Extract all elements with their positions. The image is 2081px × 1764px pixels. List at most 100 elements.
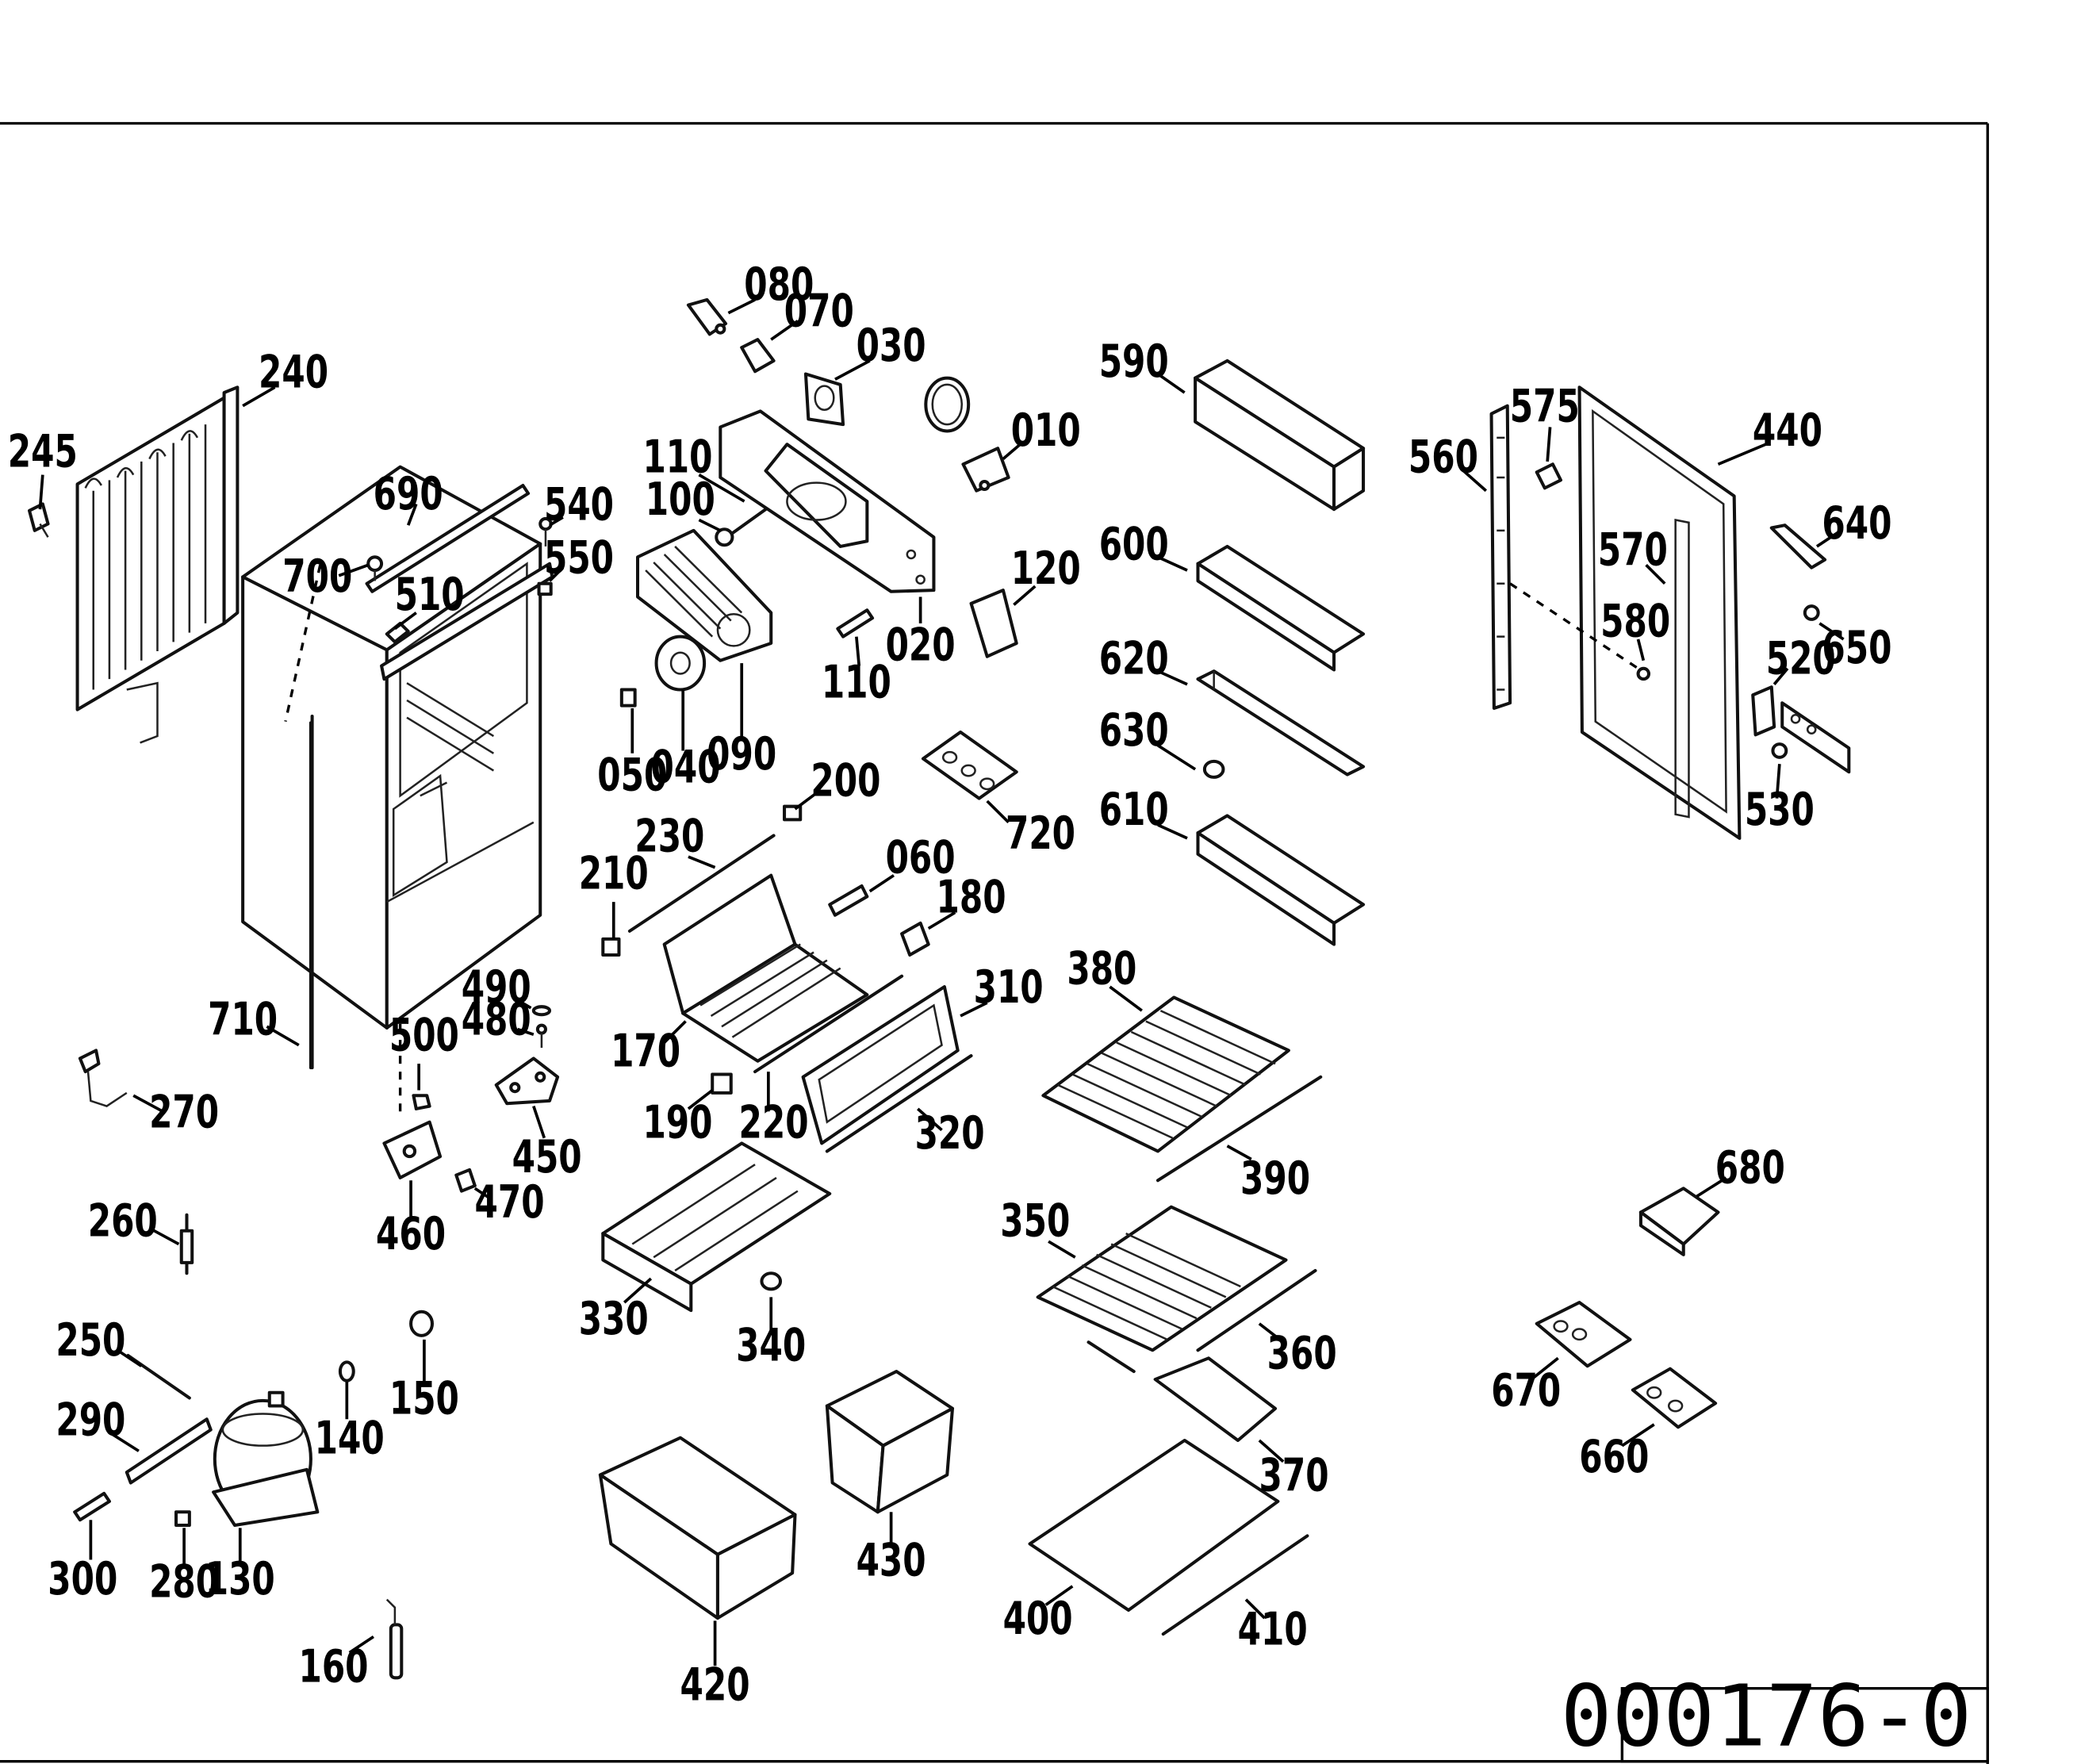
panel-370 bbox=[1153, 1356, 1278, 1442]
label-410: 410 bbox=[1238, 1604, 1308, 1655]
socket-070 bbox=[740, 338, 776, 374]
crisper-420 bbox=[598, 1436, 797, 1620]
label-430: 430 bbox=[857, 1535, 926, 1586]
label-340: 340 bbox=[736, 1320, 806, 1371]
label-190: 190 bbox=[642, 1097, 712, 1149]
label-230: 230 bbox=[634, 811, 704, 862]
label-220: 220 bbox=[739, 1097, 809, 1149]
rod-230 bbox=[627, 834, 776, 933]
label-490: 490 bbox=[462, 962, 531, 1014]
rod-320 bbox=[825, 1054, 973, 1153]
label-590: 590 bbox=[1099, 336, 1169, 388]
screw-245 bbox=[27, 502, 50, 538]
label-130: 130 bbox=[205, 1554, 275, 1605]
handle-640 bbox=[1769, 523, 1827, 569]
label-510: 510 bbox=[395, 569, 465, 621]
label-480: 480 bbox=[462, 994, 531, 1045]
screw-700 bbox=[366, 555, 384, 581]
label-030: 030 bbox=[857, 320, 926, 372]
bracket-180 bbox=[900, 921, 930, 957]
door-440 bbox=[1577, 385, 1742, 840]
label-245: 245 bbox=[8, 426, 78, 477]
label-070: 070 bbox=[784, 286, 854, 337]
label-300: 300 bbox=[48, 1554, 117, 1605]
label-530: 530 bbox=[1745, 784, 1815, 836]
label-240: 240 bbox=[259, 347, 328, 398]
rail-360 bbox=[1086, 1268, 1317, 1374]
washer-490 bbox=[531, 1005, 552, 1017]
lamp-080 bbox=[686, 297, 728, 336]
screw-470 bbox=[454, 1168, 477, 1193]
label-400: 400 bbox=[1003, 1593, 1073, 1645]
label-020: 020 bbox=[886, 619, 956, 671]
label-110a: 110 bbox=[642, 431, 712, 483]
label-650: 650 bbox=[1822, 623, 1891, 674]
screw-300 bbox=[73, 1491, 111, 1522]
cap-630 bbox=[1202, 759, 1225, 779]
screw-650 bbox=[1803, 604, 1820, 621]
leader-lines bbox=[38, 298, 1845, 1666]
label-100: 100 bbox=[646, 474, 715, 526]
drier-160 bbox=[385, 1598, 404, 1680]
plug-050 bbox=[619, 688, 637, 708]
label-160: 160 bbox=[298, 1641, 368, 1693]
label-640: 640 bbox=[1822, 498, 1891, 550]
grommet-140 bbox=[338, 1360, 355, 1382]
label-540: 540 bbox=[544, 479, 614, 531]
label-200: 200 bbox=[811, 755, 880, 807]
bolt-480 bbox=[535, 1023, 547, 1049]
label-450: 450 bbox=[512, 1132, 582, 1183]
label-210: 210 bbox=[579, 848, 649, 899]
label-690: 690 bbox=[374, 469, 443, 520]
label-120: 120 bbox=[1011, 543, 1081, 594]
label-440: 440 bbox=[1753, 405, 1822, 457]
screw-110 bbox=[836, 608, 875, 638]
drawing-number: 000176-0 bbox=[1561, 1667, 1972, 1764]
clip-190 bbox=[711, 1072, 733, 1095]
label-670: 670 bbox=[1491, 1365, 1561, 1417]
label-360: 360 bbox=[1267, 1328, 1337, 1379]
butter-box-590 bbox=[1194, 359, 1366, 512]
label-660: 660 bbox=[1579, 1432, 1649, 1483]
clip-575 bbox=[1535, 462, 1563, 490]
thermostat-010 bbox=[961, 447, 1010, 493]
door-shelf-600 bbox=[1196, 544, 1366, 672]
label-575: 575 bbox=[1510, 381, 1580, 432]
label-090: 090 bbox=[707, 729, 776, 780]
label-150: 150 bbox=[389, 1373, 459, 1425]
fan-090 bbox=[654, 635, 707, 692]
grommet-280 bbox=[174, 1510, 191, 1528]
screw-580 bbox=[1509, 582, 1651, 681]
label-290: 290 bbox=[56, 1394, 125, 1446]
glass-shelf-400 bbox=[1028, 1438, 1280, 1613]
flap-310 bbox=[801, 985, 960, 1145]
hinge-460 bbox=[382, 1120, 443, 1179]
bracket-520 bbox=[1751, 685, 1776, 737]
housing-020 bbox=[719, 409, 936, 593]
wire-shelf-380 bbox=[1041, 995, 1290, 1153]
ice-tray-330 bbox=[601, 1141, 832, 1313]
compressor-130 bbox=[212, 1390, 320, 1528]
label-270: 270 bbox=[149, 1087, 219, 1138]
condenser-240 bbox=[75, 385, 240, 744]
label-550: 550 bbox=[544, 532, 614, 584]
label-700: 700 bbox=[282, 551, 352, 603]
label-570: 570 bbox=[1598, 524, 1668, 576]
part-labels: 080 070 030 010 110 100 020 120 110 050 … bbox=[8, 259, 1892, 1712]
label-420: 420 bbox=[680, 1659, 750, 1711]
label-260: 260 bbox=[88, 1195, 158, 1247]
bracket-290 bbox=[125, 1417, 213, 1485]
label-390: 390 bbox=[1240, 1153, 1310, 1205]
knob-010 bbox=[924, 376, 971, 433]
clip-210 bbox=[601, 937, 621, 957]
label-470: 470 bbox=[475, 1177, 545, 1229]
label-010: 010 bbox=[1011, 405, 1081, 457]
bolt-500 bbox=[398, 1023, 431, 1114]
label-460: 460 bbox=[376, 1209, 446, 1260]
label-180: 180 bbox=[937, 872, 1006, 923]
egg-tray-660 bbox=[1631, 1367, 1718, 1429]
label-630: 630 bbox=[1099, 704, 1169, 756]
clip-150 bbox=[409, 1310, 435, 1337]
label-280: 280 bbox=[149, 1556, 219, 1608]
door-gasket-560 bbox=[1489, 404, 1512, 710]
